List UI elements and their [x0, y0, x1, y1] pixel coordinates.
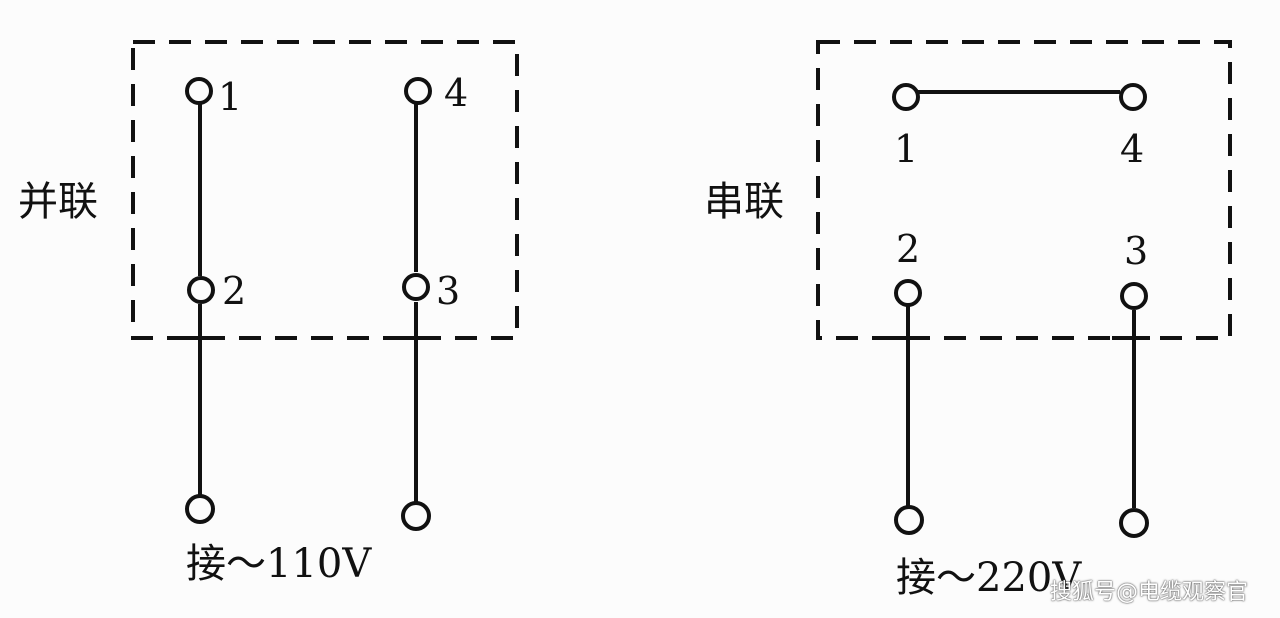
parallel-supply-terminal-left [185, 494, 215, 524]
parallel-terminal-label-3: 3 [436, 269, 461, 313]
parallel-terminal-2 [187, 276, 215, 304]
parallel-terminal-label-1: 1 [218, 75, 243, 119]
parallel-diagram [131, 40, 519, 531]
series-diagram [816, 40, 1232, 538]
series-supply-terminal-right [1119, 508, 1149, 538]
series-terminal-label-4: 4 [1120, 127, 1145, 171]
series-terminal-label-2: 2 [896, 227, 921, 271]
parallel-supply-label: 接～110V [186, 541, 372, 587]
parallel-junction-box [131, 40, 519, 340]
series-terminal-2 [894, 279, 922, 307]
parallel-terminal-label-4: 4 [444, 71, 469, 115]
series-mode-label: 串联 [704, 179, 784, 225]
parallel-terminal-label-2: 2 [222, 269, 247, 313]
series-supply-terminal-left [894, 505, 924, 535]
series-terminal-label-1: 1 [894, 127, 919, 171]
parallel-terminal-1 [185, 77, 213, 105]
parallel-terminal-3 [402, 273, 430, 301]
series-terminal-label-3: 3 [1124, 229, 1149, 273]
parallel-supply-terminal-right [401, 501, 431, 531]
series-terminal-4 [1119, 83, 1147, 111]
series-junction-box [816, 40, 1232, 340]
parallel-terminal-4 [404, 77, 432, 105]
source-watermark: 搜狐号@电缆观察官 [1049, 580, 1248, 605]
series-terminal-1 [892, 83, 920, 111]
parallel-mode-label: 并联 [18, 179, 98, 225]
series-supply-label: 接～220V [896, 555, 1082, 601]
series-terminal-3 [1120, 282, 1148, 310]
